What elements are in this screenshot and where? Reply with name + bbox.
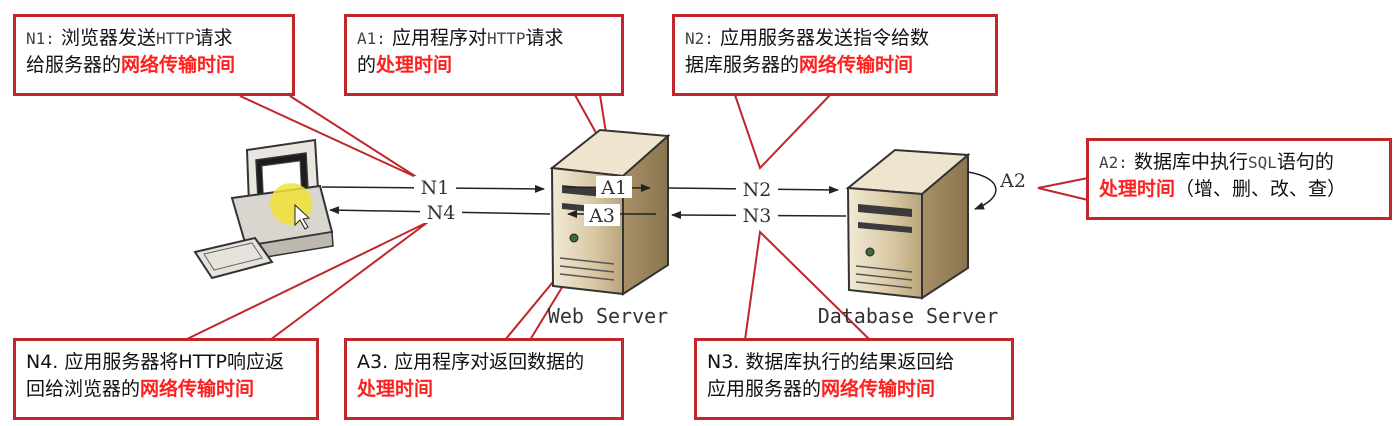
callout-a2: A2: 数据库中执行SQL语句的 处理时间（增、删、改、查） (1086, 138, 1392, 220)
callout-n4-prefix: N4. (26, 351, 59, 373)
web-server-label: Web Server (548, 304, 668, 328)
callout-n1-highlight: 网络传输时间 (121, 54, 236, 76)
callout-a3: A3. 应用程序对返回数据的 处理时间 (344, 338, 624, 420)
label-a2: A2 (999, 170, 1026, 192)
callout-n4: N4. 应用服务器将HTTP响应返 回给浏览器的网络传输时间 (13, 338, 319, 420)
label-n4: N4 (427, 202, 456, 224)
database-server-label: Database Server (818, 304, 999, 328)
callout-n3: N3. 数据库执行的结果返回给 应用服务器的网络传输时间 (694, 338, 1014, 420)
callout-n3-highlight: 网络传输时间 (821, 378, 936, 400)
callout-n1: N1: 浏览器发送HTTP请求 给服务器的网络传输时间 (13, 14, 295, 96)
callout-a2-highlight: 处理时间 (1099, 178, 1176, 200)
label-n3: N3 (743, 205, 772, 227)
callout-a1-highlight: 处理时间 (376, 54, 453, 76)
database-server-icon (845, 148, 971, 300)
client-computer-icon (193, 138, 334, 280)
callout-a2-code: A2: (1099, 153, 1128, 172)
callout-n4-highlight: 网络传输时间 (140, 378, 255, 400)
label-a3: A3 (588, 205, 615, 227)
label-n2: N2 (743, 179, 772, 201)
callout-n2: N2: 应用服务器发送指令给数 据库服务器的网络传输时间 (672, 14, 998, 96)
callout-a3-prefix: A3. (357, 351, 389, 373)
web-server-icon (549, 128, 671, 296)
callout-a1-code: A1: (357, 29, 386, 48)
callout-n3-prefix: N3. (707, 351, 740, 373)
label-n1: N1 (421, 177, 450, 199)
callout-n1-code: N1: (26, 29, 55, 48)
callout-a3-highlight: 处理时间 (357, 378, 434, 400)
label-a1: A1 (600, 177, 627, 199)
callout-n2-code: N2: (685, 29, 714, 48)
callout-a1: A1: 应用程序对HTTP请求 的处理时间 (344, 14, 624, 96)
callout-n2-highlight: 网络传输时间 (799, 54, 914, 76)
